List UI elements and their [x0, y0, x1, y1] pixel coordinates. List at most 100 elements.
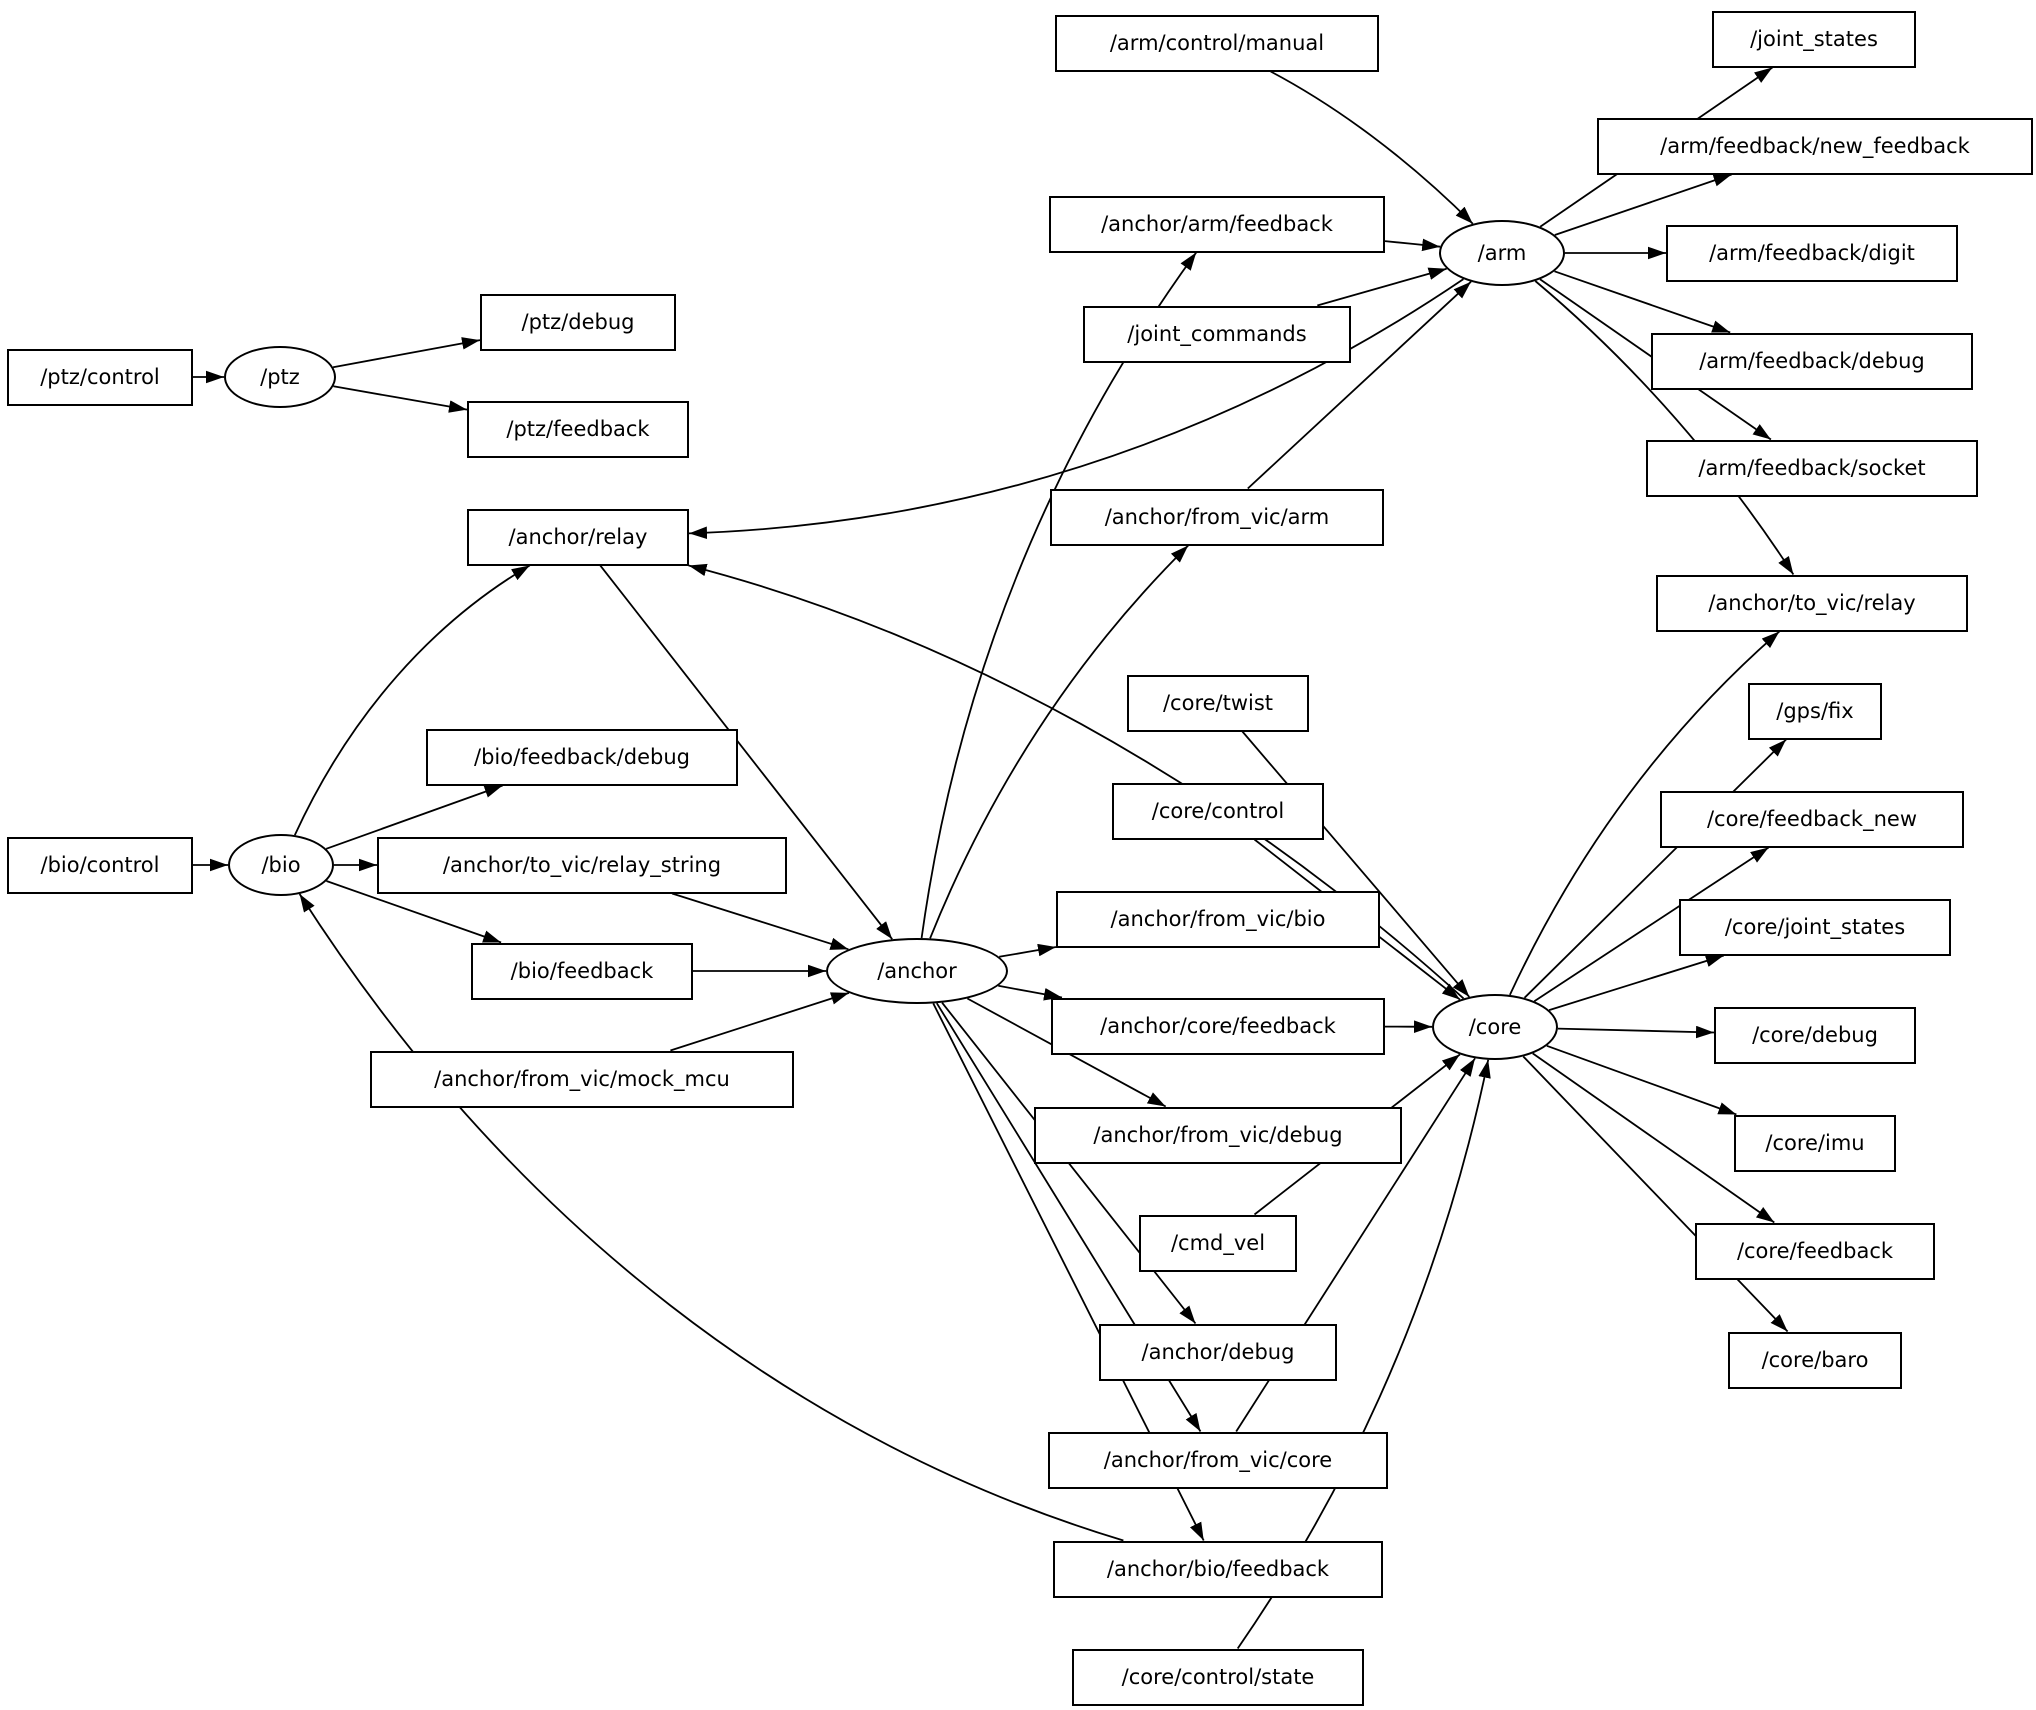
topic-label: /ptz/debug: [521, 310, 635, 334]
ros-topic-core-feedback-new: /core/feedback_new: [1660, 790, 1964, 848]
ros-topic-anchor-relay: /anchor/relay: [467, 508, 689, 566]
edge-anchor-to-vic-relay-string-to-anchor: [671, 892, 849, 951]
topic-label: /arm/feedback/new_feedback: [1660, 134, 1970, 158]
edge-arm-to-anchor-to-vic-relay: [1534, 280, 1795, 575]
ros-topic-cmd-vel: /cmd_vel: [1139, 1214, 1297, 1272]
edge-core-to-gps-fix: [1523, 738, 1787, 999]
node-label: /ptz: [260, 365, 300, 389]
edge-joint-commands-to-arm: [1317, 267, 1447, 307]
topic-label: /bio/control: [40, 853, 160, 877]
edge-anchor-to-anchor-from-vic-arm: [929, 544, 1189, 939]
edge-anchor-from-vic-core-to-core: [1235, 1057, 1476, 1432]
node-label: /core: [1468, 1015, 1522, 1039]
ros-topic-arm-feedback-new-feedback: /arm/feedback/new_feedback: [1597, 117, 2033, 175]
ros-topic-anchor-from-vic-bio: /anchor/from_vic/bio: [1056, 890, 1380, 948]
ros-node-arm: /arm: [1439, 220, 1565, 286]
ros-node-core: /core: [1432, 994, 1558, 1060]
ros-node-bio: /bio: [228, 834, 334, 896]
ros-topic-core-imu: /core/imu: [1734, 1114, 1896, 1172]
edge-anchor-relay-to-anchor: [599, 564, 893, 940]
node-label: /bio: [261, 853, 301, 877]
ros-node-anchor: /anchor: [826, 938, 1008, 1004]
topic-label: /anchor/core/feedback: [1100, 1014, 1336, 1038]
topic-label: /gps/fix: [1776, 699, 1854, 723]
ros-topic-anchor-bio-feedback: /anchor/bio/feedback: [1053, 1540, 1383, 1598]
ros-topic-anchor-core-feedback: /anchor/core/feedback: [1051, 997, 1385, 1055]
edge-arm-to-anchor-relay: [688, 278, 1464, 540]
topic-label: /ptz/feedback: [506, 417, 650, 441]
ros-topic-arm-feedback-socket: /arm/feedback/socket: [1646, 439, 1978, 497]
edge-arm-to-arm-feedback-debug: [1554, 270, 1731, 334]
topic-label: /anchor/to_vic/relay_string: [442, 853, 722, 877]
edge-core-to-core-joint-states: [1548, 954, 1725, 1011]
ros-topic-core-feedback: /core/feedback: [1695, 1222, 1935, 1280]
ros-node-ptz: /ptz: [224, 346, 336, 408]
ros-topic-core-baro: /core/baro: [1728, 1331, 1902, 1389]
edge-core-to-core-imu: [1546, 1044, 1737, 1116]
ros-topic-ptz-debug: /ptz/debug: [480, 293, 676, 351]
ros-topic-bio-control: /bio/control: [7, 836, 193, 894]
edge-core-to-core-feedback: [1532, 1052, 1775, 1224]
ros-topic-core-debug: /core/debug: [1714, 1006, 1916, 1064]
topic-label: /ptz/control: [40, 365, 160, 389]
topic-label: /core/baro: [1761, 1348, 1869, 1372]
ros-topic-core-control: /core/control: [1112, 782, 1324, 840]
edge-core-to-core-debug: [1557, 1025, 1715, 1039]
ros-topic-ptz-feedback: /ptz/feedback: [467, 400, 689, 458]
ros-topic-gps-fix: /gps/fix: [1748, 682, 1882, 740]
topic-label: /core/imu: [1765, 1131, 1865, 1155]
topic-label: /anchor/from_vic/debug: [1093, 1123, 1343, 1147]
ros-topic-anchor-from-vic-core: /anchor/from_vic/core: [1048, 1431, 1388, 1489]
edge-ptz-to-ptz-feedback: [333, 385, 468, 413]
ros-topic-anchor-from-vic-arm: /anchor/from_vic/arm: [1050, 488, 1384, 546]
topic-label: /core/debug: [1752, 1023, 1878, 1047]
topic-label: /anchor/from_vic/bio: [1110, 907, 1326, 931]
ros-topic-anchor-from-vic-debug: /anchor/from_vic/debug: [1034, 1106, 1402, 1164]
ros-topic-anchor-to-vic-relay-string: /anchor/to_vic/relay_string: [377, 836, 787, 894]
topic-label: /anchor/from_vic/arm: [1104, 505, 1330, 529]
ros-topic-bio-feedback-debug: /bio/feedback/debug: [426, 728, 738, 786]
ros-topic-core-control-state: /core/control/state: [1072, 1648, 1364, 1706]
ros-topic-bio-feedback: /bio/feedback: [471, 942, 693, 1000]
topic-label: /anchor/arm/feedback: [1101, 212, 1333, 236]
topic-label: /arm/control/manual: [1109, 31, 1325, 55]
topic-label: /anchor/to_vic/relay: [1708, 591, 1916, 615]
edge-ptz-to-ptz-debug: [332, 337, 481, 369]
topic-label: /anchor/from_vic/mock_mcu: [434, 1067, 730, 1091]
edge-anchor-from-vic-arm-to-arm: [1247, 281, 1472, 490]
ros-topic-joint-commands: /joint_commands: [1083, 305, 1351, 363]
topic-label: /anchor/debug: [1141, 1340, 1295, 1364]
edge-bio-to-anchor-relay: [293, 564, 531, 836]
ros-topic-anchor-arm-feedback: /anchor/arm/feedback: [1049, 195, 1385, 253]
ros-topic-anchor-to-vic-relay: /anchor/to_vic/relay: [1656, 574, 1968, 632]
ros-topic-core-joint-states: /core/joint_states: [1679, 898, 1951, 956]
topic-label: /core/feedback_new: [1706, 807, 1917, 831]
ros-topic-anchor-debug: /anchor/debug: [1099, 1323, 1337, 1381]
topic-label: /joint_states: [1750, 27, 1878, 51]
topic-label: /core/control: [1151, 799, 1285, 823]
ros-topic-anchor-from-vic-mock-mcu: /anchor/from_vic/mock_mcu: [370, 1050, 794, 1108]
edge-anchor-bio-feedback-to-bio: [298, 893, 1124, 1542]
topic-label: /core/twist: [1162, 691, 1274, 715]
ros-topic-core-twist: /core/twist: [1127, 674, 1309, 732]
edge-anchor-to-anchor-from-vic-bio: [999, 943, 1057, 958]
edge-anchor-arm-feedback-to-arm: [1384, 238, 1441, 252]
edge-bio-to-bio-feedback-debug: [325, 784, 503, 850]
topic-label: /arm/feedback/digit: [1709, 241, 1915, 265]
edge-core-to-anchor-to-vic-relay: [1509, 630, 1780, 996]
edge-bio-to-bio-feedback: [326, 880, 502, 944]
ros-topic-joint-states: /joint_states: [1712, 10, 1916, 68]
topic-label: /arm/feedback/socket: [1698, 456, 1926, 480]
topic-label: /bio/feedback/debug: [474, 745, 690, 769]
topic-label: /core/feedback: [1736, 1239, 1894, 1263]
ros-topic-arm-control-manual: /arm/control/manual: [1055, 14, 1379, 72]
topic-label: /arm/feedback/debug: [1699, 349, 1925, 373]
topic-label: /joint_commands: [1127, 322, 1307, 346]
topic-label: /cmd_vel: [1170, 1231, 1266, 1255]
edge-arm-to-arm-feedback-new-feedback: [1554, 173, 1732, 236]
edge-anchor-from-vic-mock-mcu-to-anchor: [670, 992, 850, 1052]
topic-label: /core/joint_states: [1724, 915, 1906, 939]
ros-topic-arm-feedback-debug: /arm/feedback/debug: [1651, 332, 1973, 390]
